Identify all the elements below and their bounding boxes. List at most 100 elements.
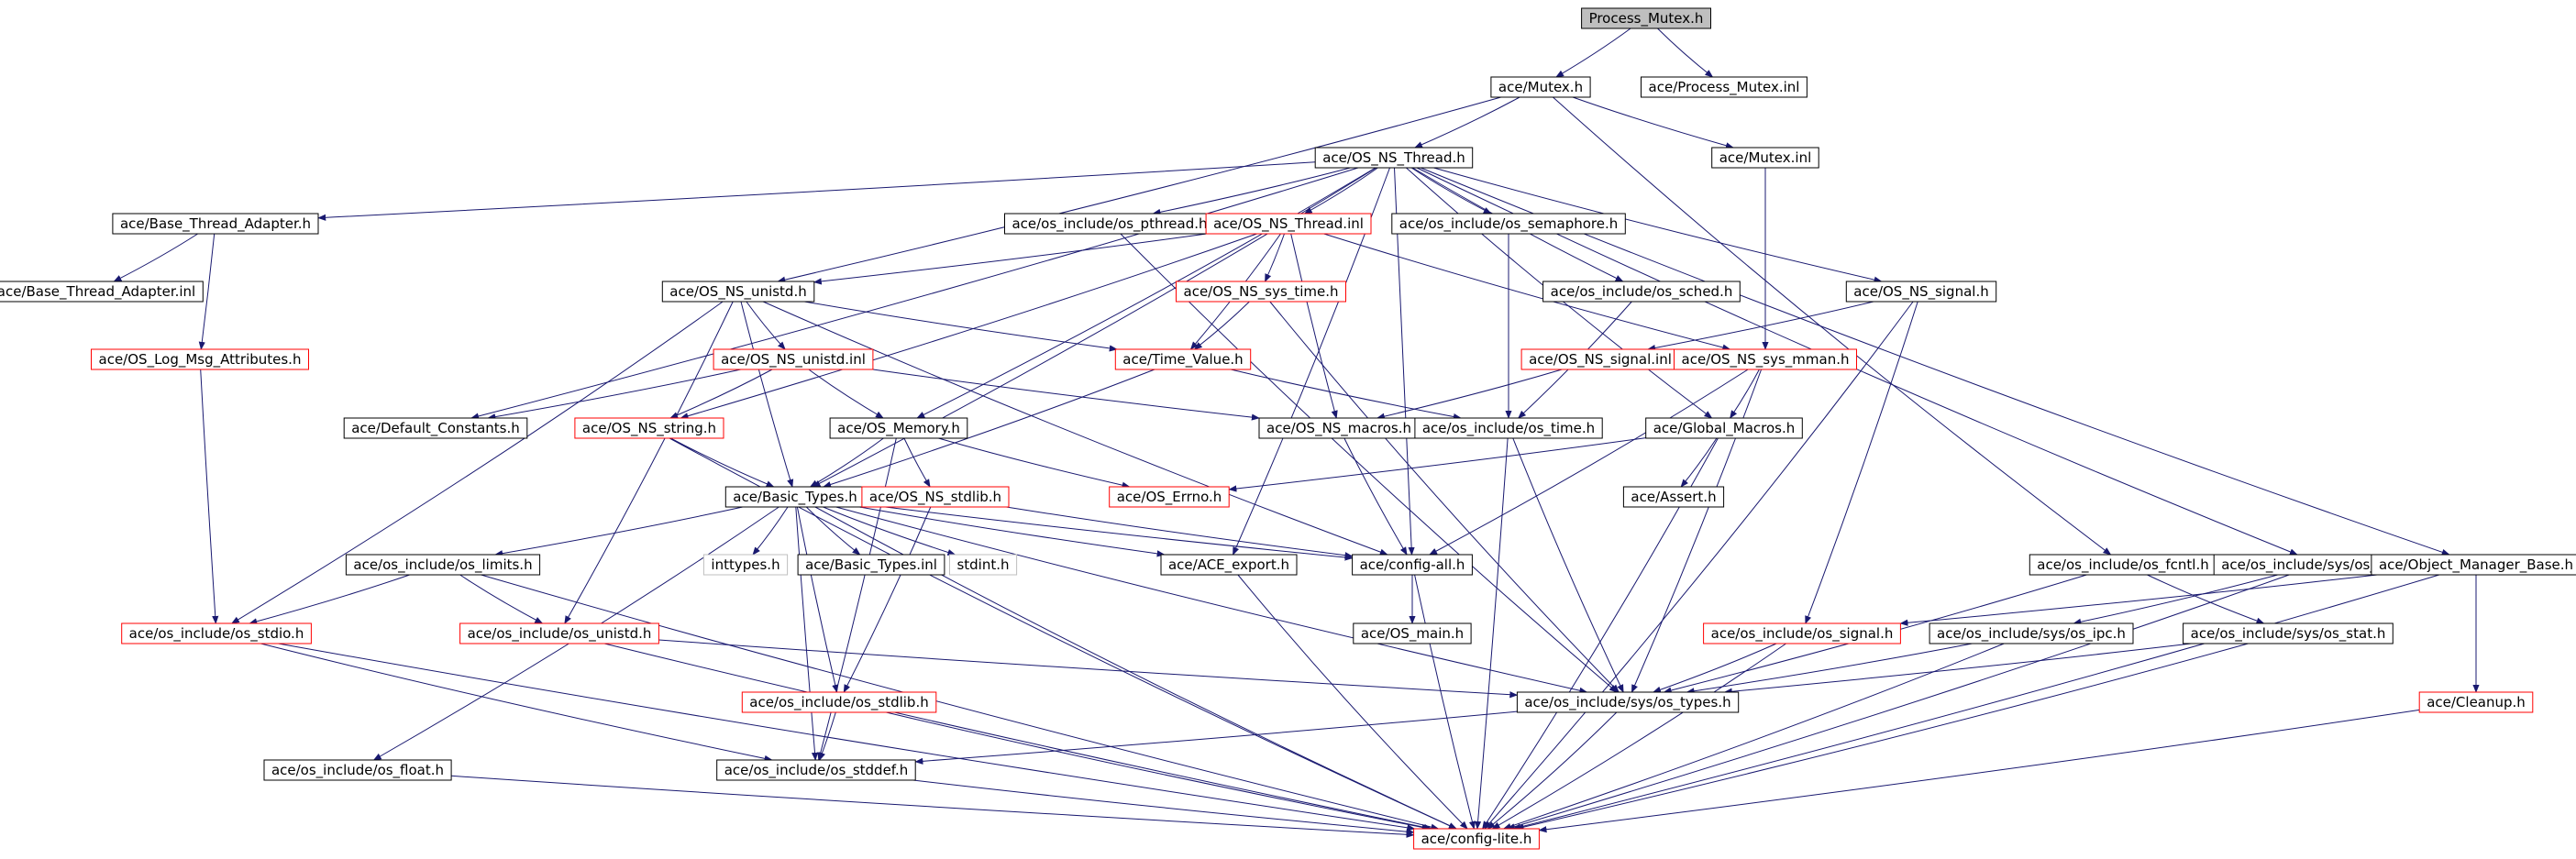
graph-node-os-unistd-h[interactable]: ace/os_include/os_unistd.h xyxy=(459,622,659,644)
graph-node-mutex-inl[interactable]: ace/Mutex.inl xyxy=(1711,147,1819,169)
graph-node-config-lite-h[interactable]: ace/config-lite.h xyxy=(1413,828,1540,850)
graph-edge xyxy=(1152,167,1351,215)
graph-node-sys-os-stat-h[interactable]: ace/os_include/sys/os_stat.h xyxy=(2183,622,2394,644)
graph-node-basic-types-h[interactable]: ace/Basic_Types.h xyxy=(724,486,866,508)
graph-node-assert-h[interactable]: ace/Assert.h xyxy=(1622,486,1725,508)
graph-node-os-memory-h[interactable]: ace/OS_Memory.h xyxy=(829,417,968,439)
graph-node-time-value-h[interactable]: ace/Time_Value.h xyxy=(1114,348,1252,370)
graph-node-box xyxy=(1160,554,1298,576)
graph-node-box xyxy=(2418,691,2534,713)
graph-edge xyxy=(658,639,1519,699)
graph-edge xyxy=(1323,233,1731,351)
graph-node-label: ace/OS_NS_string.h xyxy=(582,420,716,437)
graph-node-sys-os-types-h[interactable]: ace/os_include/sys/os_types.h xyxy=(1516,691,1740,713)
graph-node-process-mutex-inl[interactable]: ace/Process_Mutex.inl xyxy=(1641,76,1808,98)
graph-node-os-log-msg-attributes-h[interactable]: ace/OS_Log_Msg_Attributes.h xyxy=(91,348,309,370)
graph-node-os-errno-h[interactable]: ace/OS_Errno.h xyxy=(1109,486,1230,508)
graph-edge xyxy=(1433,167,1883,283)
graph-node-os-ns-sys-time-h[interactable]: ace/OS_NS_sys_time.h xyxy=(1176,281,1346,303)
graph-node-base-thread-adapter-inl[interactable]: ace/Base_Thread_Adapter.inl xyxy=(0,281,204,303)
graph-node-label: ace/Basic_Types.inl xyxy=(805,556,937,574)
graph-edge xyxy=(1230,369,1462,421)
graph-node-box xyxy=(1622,486,1725,508)
graph-node-os-limits-h[interactable]: ace/os_include/os_limits.h xyxy=(345,554,541,576)
graph-edge xyxy=(1723,643,2192,695)
graph-node-box xyxy=(713,348,874,370)
graph-edge xyxy=(808,369,884,419)
graph-edge xyxy=(1730,369,1760,419)
graph-edge xyxy=(317,161,1316,221)
graph-node-label: ace/Cleanup.h xyxy=(2427,694,2526,710)
graph-edge xyxy=(278,643,1416,831)
graph-node-os-ns-string-h[interactable]: ace/OS_NS_string.h xyxy=(574,417,724,439)
graph-node-os-ns-thread-inl[interactable]: ace/OS_NS_Thread.inl xyxy=(1205,213,1372,235)
graph-edge xyxy=(487,369,741,421)
graph-node-base-thread-adapter-h[interactable]: ace/Base_Thread_Adapter.h xyxy=(112,213,319,235)
graph-node-box xyxy=(1674,348,1857,370)
graph-node-os-pthread-h[interactable]: ace/os_include/os_pthread.h xyxy=(1004,213,1216,235)
graph-node-os-ns-unistd-inl[interactable]: ace/OS_NS_unistd.inl xyxy=(713,348,874,370)
graph-node-os-sched-h[interactable]: ace/os_include/os_sched.h xyxy=(1542,281,1741,303)
graph-node-os-signal-h[interactable]: ace/os_include/os_signal.h xyxy=(1703,622,1901,644)
graph-node-basic-types-inl[interactable]: ace/Basic_Types.inl xyxy=(797,554,945,576)
graph-edge xyxy=(864,503,1354,561)
graph-node-os-ns-sys-mman-h[interactable]: ace/OS_NS_sys_mman.h xyxy=(1674,348,1857,370)
graph-node-os-ns-unistd-h[interactable]: ace/OS_NS_unistd.h xyxy=(661,281,815,303)
graph-node-label: ace/Basic_Types.h xyxy=(733,489,857,506)
graph-node-global-macros-h[interactable]: ace/Global_Macros.h xyxy=(1645,417,1803,439)
graph-node-inttypes-h[interactable]: inttypes.h xyxy=(702,554,789,576)
graph-node-default-constants-h[interactable]: ace/Default_Constants.h xyxy=(343,417,528,439)
graph-edge xyxy=(817,437,897,761)
graph-edge xyxy=(796,506,839,693)
graph-node-object-manager-base-h[interactable]: ace/Object_Manager_Base.h xyxy=(2371,554,2576,576)
graph-edge xyxy=(804,301,1118,352)
graph-edge xyxy=(1484,301,1914,830)
graph-node-process-mutex-h[interactable]: Process_Mutex.h xyxy=(1581,7,1711,29)
graph-node-os-ns-signal-inl[interactable]: ace/OS_NS_signal.inl xyxy=(1520,348,1680,370)
graph-node-os-main-h[interactable]: ace/OS_main.h xyxy=(1353,622,1472,644)
graph-node-os-float-h[interactable]: ace/os_include/os_float.h xyxy=(263,759,452,781)
graph-edge xyxy=(886,711,1431,831)
graph-node-config-all-h[interactable]: ace/config-all.h xyxy=(1352,554,1473,576)
graph-node-label: ace/Mutex.inl xyxy=(1719,149,1812,166)
graph-edge xyxy=(1512,574,2440,831)
graph-node-box xyxy=(1929,622,2134,644)
graph-node-os-ns-macros-h[interactable]: ace/OS_NS_macros.h xyxy=(1258,417,1420,439)
graph-node-label: ace/OS_Errno.h xyxy=(1117,489,1222,506)
graph-edge xyxy=(843,506,932,693)
graph-node-os-ns-signal-h[interactable]: ace/OS_NS_signal.h xyxy=(1845,281,1997,303)
graph-node-label: ace/Process_Mutex.inl xyxy=(1649,79,1800,96)
graph-node-sys-os-ipc-h[interactable]: ace/os_include/sys/os_ipc.h xyxy=(1929,622,2134,644)
graph-edge xyxy=(1680,437,1718,488)
graph-node-os-semaphore-h[interactable]: ace/os_include/os_semaphore.h xyxy=(1391,213,1626,235)
graph-node-os-stdio-h[interactable]: ace/os_include/os_stdio.h xyxy=(121,622,312,644)
graph-node-stdint-h[interactable]: stdint.h xyxy=(949,554,1018,576)
graph-edge xyxy=(1343,437,1408,556)
graph-node-label: ace/os_include/os_semaphore.h xyxy=(1399,215,1619,233)
graph-node-box xyxy=(574,417,724,439)
graph-node-os-stddef-h[interactable]: ace/os_include/os_stddef.h xyxy=(716,759,916,781)
graph-node-box xyxy=(1581,7,1711,29)
graph-edge xyxy=(752,506,789,556)
edges-layer xyxy=(113,28,2480,838)
graph-node-mutex-h[interactable]: ace/Mutex.h xyxy=(1490,76,1591,98)
graph-node-os-time-h[interactable]: ace/os_include/os_time.h xyxy=(1414,417,1603,439)
graph-node-os-ns-stdlib-h[interactable]: ace/OS_NS_stdlib.h xyxy=(861,486,1010,508)
graph-node-ace-export-h[interactable]: ace/ACE_export.h xyxy=(1160,554,1298,576)
graph-edge xyxy=(872,369,1260,421)
graph-edge xyxy=(1572,96,1734,149)
graph-node-os-fcntl-h[interactable]: ace/os_include/os_fcntl.h xyxy=(2029,554,2217,576)
graph-node-os-ns-thread-h[interactable]: ace/OS_NS_Thread.h xyxy=(1314,147,1474,169)
graph-node-box xyxy=(91,348,309,370)
graph-node-box xyxy=(459,622,659,644)
graph-node-os-stdlib-h[interactable]: ace/os_include/os_stdlib.h xyxy=(741,691,937,713)
graph-edge xyxy=(1555,28,1631,78)
graph-node-box xyxy=(2371,554,2576,576)
graph-node-box xyxy=(1314,147,1474,169)
graph-node-cleanup-h[interactable]: ace/Cleanup.h xyxy=(2418,691,2534,713)
graph-node-label: ace/os_include/os_stddef.h xyxy=(724,762,909,779)
graph-node-box xyxy=(1352,554,1473,576)
graph-edge xyxy=(859,506,1166,557)
graph-edge xyxy=(1657,28,1714,78)
